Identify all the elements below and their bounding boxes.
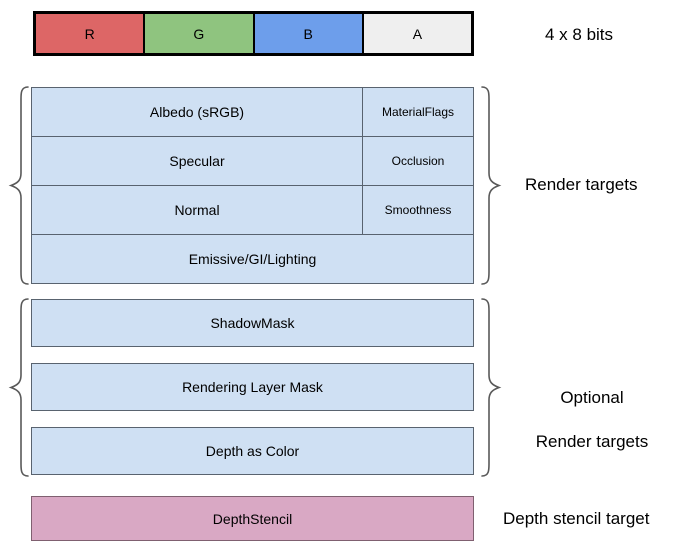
optional-side-label-line2: Render targets xyxy=(535,432,649,451)
optional-label-depth-as-color: Depth as Color xyxy=(205,443,300,459)
render-target-main-normal: Normal xyxy=(32,186,363,234)
channel-cell-r: R xyxy=(36,14,146,53)
channel-label-a: A xyxy=(412,25,423,42)
render-target-label-smoothness: Smoothness xyxy=(384,203,452,217)
channel-cell-g: G xyxy=(145,14,255,53)
render-targets-left-brace xyxy=(8,85,30,286)
render-target-side-smoothness: Smoothness xyxy=(363,186,473,234)
rgba-channel-strip: R G B A xyxy=(33,11,474,56)
render-target-main-specular: Specular xyxy=(32,137,363,185)
optional-label-shadowmask: ShadowMask xyxy=(210,315,295,331)
render-targets-side-label: Render targets xyxy=(525,175,638,194)
channel-strip-side-label: 4 x 8 bits xyxy=(545,25,614,44)
render-target-main-albedo: Albedo (sRGB) xyxy=(32,88,363,136)
render-target-label-normal: Normal xyxy=(174,202,220,218)
render-target-label-materialflags: MaterialFlags xyxy=(381,105,455,119)
render-targets-right-brace xyxy=(480,85,502,286)
depth-stencil-label: DepthStencil xyxy=(212,510,293,527)
render-target-side-occlusion: Occlusion xyxy=(363,137,473,185)
render-target-label-emissive: Emissive/GI/Lighting xyxy=(188,251,317,267)
render-target-row-normal: Normal Smoothness xyxy=(32,186,473,235)
render-target-label-albedo: Albedo (sRGB) xyxy=(149,104,245,120)
channel-cell-a: A xyxy=(363,14,471,53)
optional-side-label-line1: Optional xyxy=(560,388,624,407)
depth-stencil-side-label: Depth stencil target xyxy=(503,509,650,528)
optional-render-targets-left-brace xyxy=(8,297,30,478)
channel-label-g: G xyxy=(193,25,205,42)
render-target-row-emissive: Emissive/GI/Lighting xyxy=(32,235,473,283)
render-target-label-specular: Specular xyxy=(169,153,225,169)
render-targets-table: Albedo (sRGB) MaterialFlags Specular Occ… xyxy=(31,87,474,284)
channel-cell-b: B xyxy=(254,14,364,53)
optional-render-target-shadowmask: ShadowMask xyxy=(31,299,474,347)
optional-render-target-rendering-layer-mask: Rendering Layer Mask xyxy=(31,363,474,411)
render-target-row-albedo: Albedo (sRGB) MaterialFlags xyxy=(32,88,473,137)
optional-label-rendering-layer-mask: Rendering Layer Mask xyxy=(182,379,323,395)
optional-render-targets-right-brace xyxy=(480,297,502,478)
channel-label-b: B xyxy=(303,25,313,42)
optional-render-targets-side-label: Optional Render targets xyxy=(497,365,687,475)
render-target-side-materialflags: MaterialFlags xyxy=(363,88,473,136)
optional-render-target-depth-as-color: Depth as Color xyxy=(31,427,474,475)
render-target-row-specular: Specular Occlusion xyxy=(32,137,473,186)
render-target-label-occlusion: Occlusion xyxy=(391,154,445,168)
depth-stencil-box: DepthStencil xyxy=(31,496,474,541)
channel-label-r: R xyxy=(84,25,95,42)
render-target-main-emissive: Emissive/GI/Lighting xyxy=(32,235,473,283)
